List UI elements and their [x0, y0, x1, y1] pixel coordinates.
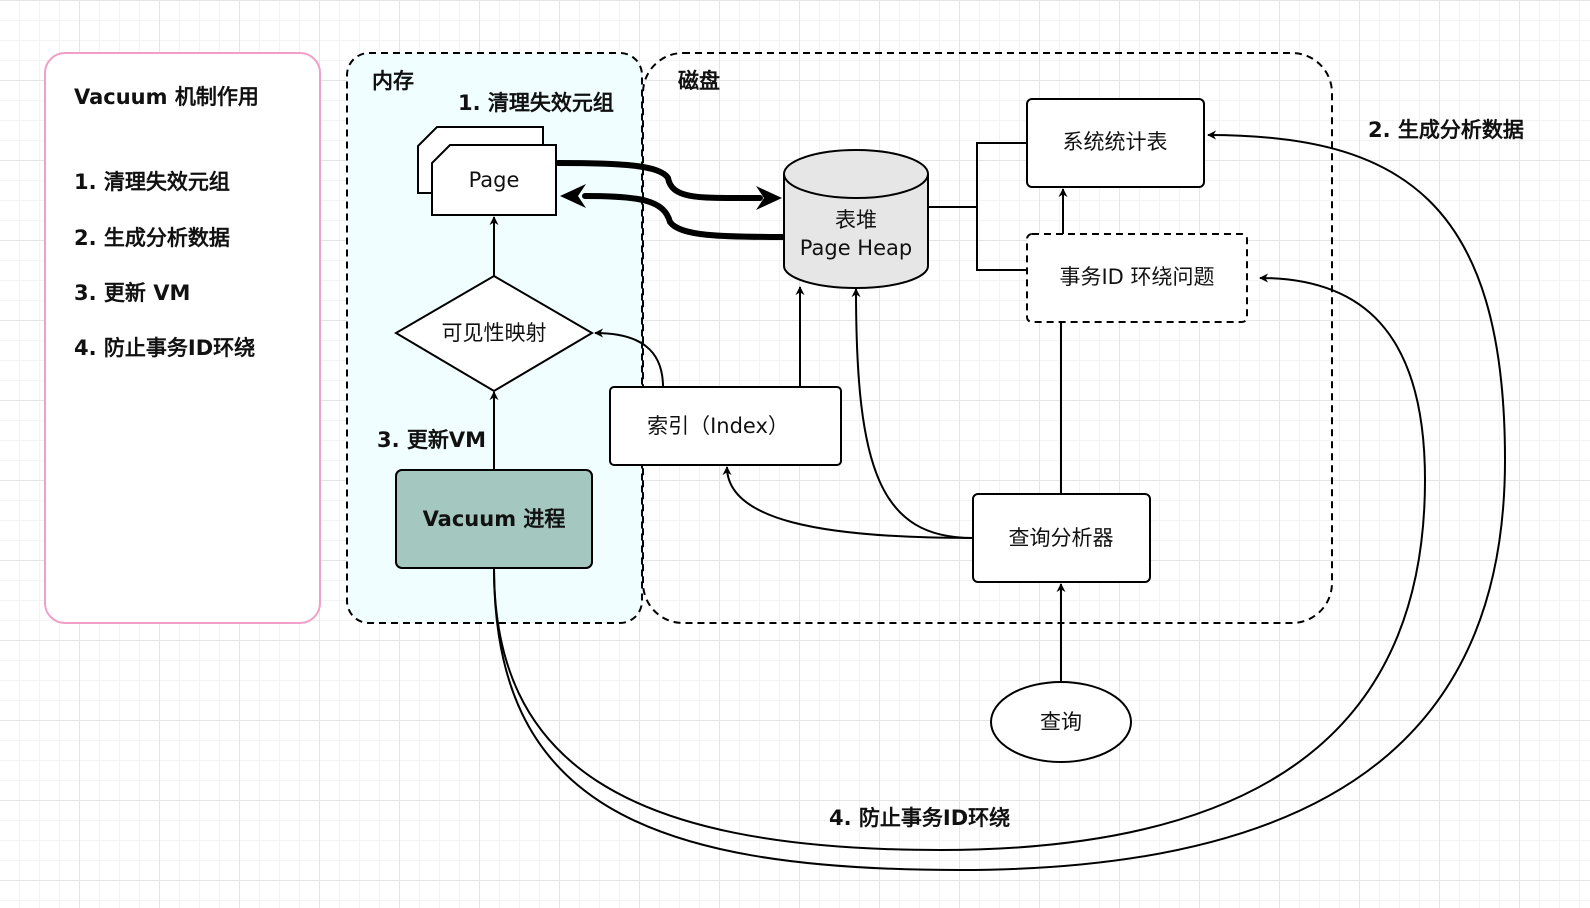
xid-wraparound-node[interactable]: 事务ID 环绕问题: [1026, 233, 1248, 323]
heap-to-page-edge: [582, 193, 786, 240]
page-node[interactable]: Page: [417, 126, 557, 216]
edge-label-prevent-wrap: 4. 防止事务ID环绕: [829, 806, 1010, 830]
index-box: [609, 386, 842, 466]
edge-label-analyze: 2. 生成分析数据: [1368, 118, 1524, 142]
page-label: Page: [469, 168, 520, 192]
page-card: [431, 144, 557, 216]
edge-label-clean: 1. 清理失效元组: [458, 91, 614, 115]
disk-group-border: [642, 52, 1333, 624]
vacuum-process-node[interactable]: Vacuum 进程: [395, 469, 593, 569]
memory-group-label: 内存: [372, 69, 414, 93]
query-node[interactable]: 查询: [990, 681, 1132, 763]
xid-wraparound-box: [1026, 233, 1248, 323]
xid-wraparound-label: 事务ID 环绕问题: [1059, 265, 1214, 289]
analyzer-to-heap-edge: [851, 288, 974, 539]
heap-to-stats-connector: [928, 142, 1027, 208]
index-node[interactable]: 索引（Index）: [609, 386, 842, 466]
disk-group: 磁盘: [642, 52, 1333, 624]
legend-item: 4. 防止事务ID环绕: [74, 336, 255, 360]
heap-label-line2: Page Heap: [800, 236, 912, 260]
query-label: 查询: [1040, 710, 1082, 734]
vacuum-to-xid-edge: [493, 273, 1427, 852]
visibility-map-node[interactable]: 可见性映射: [394, 274, 594, 393]
index-label: 索引（Index）: [647, 414, 789, 438]
heap-to-xid-connector: [976, 207, 1027, 271]
vacuum-to-stats-edge: [493, 130, 1507, 872]
legend-item: 2. 生成分析数据: [74, 226, 230, 250]
heap-cylinder-top: [783, 149, 929, 199]
arrowhead-icon: [756, 186, 782, 210]
legend-border: [44, 52, 321, 624]
visibility-map-diamond: [394, 274, 594, 393]
legend-title: Vacuum 机制作用: [74, 85, 259, 109]
index-to-vm-edge: [594, 328, 664, 388]
visibility-map-label: 可见性映射: [442, 321, 547, 345]
stats-table-node[interactable]: 系统统计表: [1026, 98, 1205, 188]
stats-table-label: 系统统计表: [1063, 130, 1168, 154]
query-analyzer-label: 查询分析器: [1009, 526, 1114, 550]
analyzer-to-index-edge: [722, 466, 974, 539]
vacuum-process-label: Vacuum 进程: [423, 507, 566, 531]
legend-item: 1. 清理失效元组: [74, 170, 230, 194]
page-heap-node[interactable]: 表堆 Page Heap: [783, 149, 929, 289]
legend-item: 3. 更新 VM: [74, 281, 190, 305]
legend-panel: Vacuum 机制作用 1. 清理失效元组 2. 生成分析数据 3. 更新 VM…: [44, 52, 321, 624]
stats-table-box: [1026, 98, 1205, 188]
query-analyzer-node[interactable]: 查询分析器: [972, 493, 1151, 583]
arrowhead-icon: [560, 184, 586, 208]
heap-cylinder-body: [783, 174, 929, 289]
edge-label-update-vm: 3. 更新VM: [377, 428, 486, 452]
heap-label-line1: 表堆: [835, 208, 877, 232]
disk-group-label: 磁盘: [678, 69, 720, 93]
page-to-heap-edge: [555, 160, 763, 202]
